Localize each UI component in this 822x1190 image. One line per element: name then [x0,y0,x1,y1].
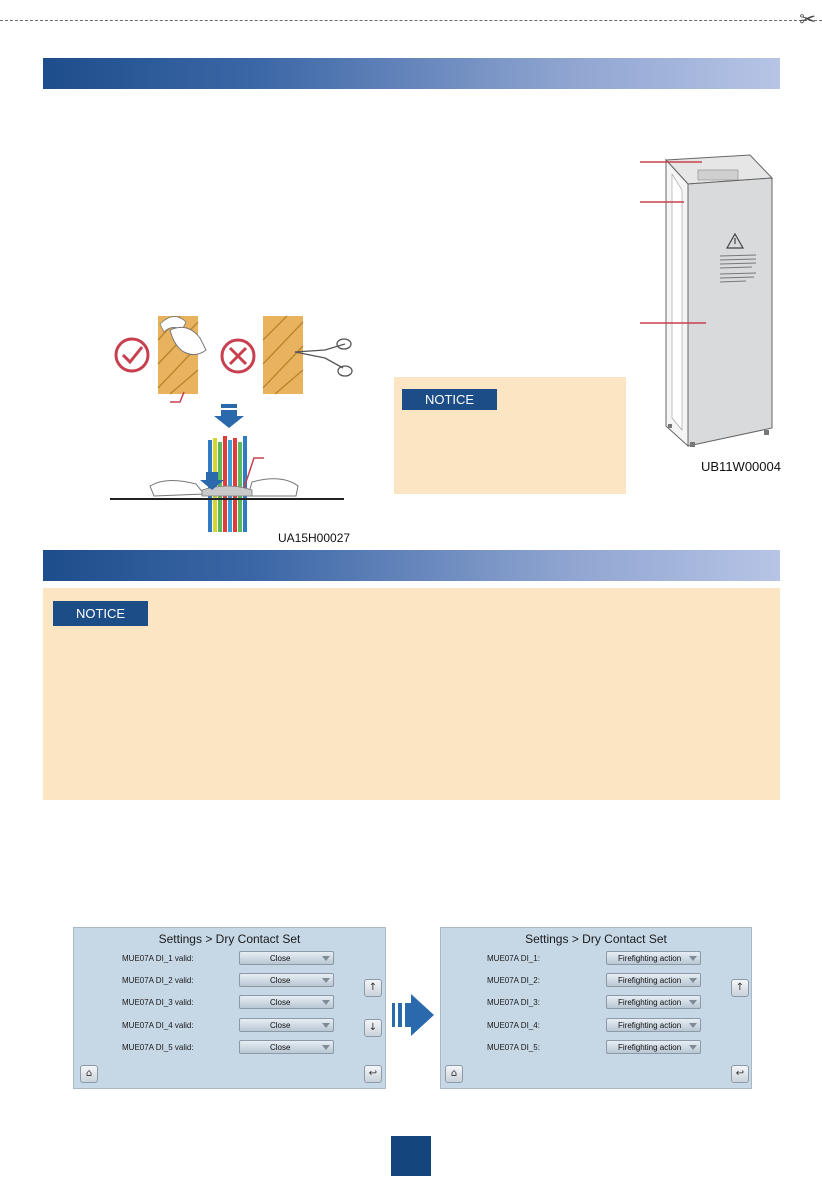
setting-label: MUE07A DI_1 valid: [122,954,194,963]
up-arrow-icon[interactable]: ↑ [731,979,749,997]
chevron-down-icon [689,956,697,961]
setting-label: MUE07A DI_1: [487,954,540,963]
lcd-screen-left: Settings > Dry Contact Set MUE07A DI_1 v… [73,927,386,1089]
home-icon[interactable]: ⌂ [445,1065,463,1083]
setting-row: MUE07A DI_4: Firefighting action [441,1018,751,1034]
check-circle-icon [114,337,150,373]
setting-label: MUE07A DI_3 valid: [122,998,194,1007]
setting-dropdown[interactable]: Close [239,1018,334,1032]
setting-row: MUE07A DI_1 valid: Close [74,951,385,967]
section-1-header-bar [43,58,780,89]
section-2-header-bar [43,550,780,581]
notice-label: NOTICE [53,601,148,626]
setting-label: MUE07A DI_3: [487,998,540,1007]
setting-label: MUE07A DI_2 valid: [122,976,194,985]
setting-label: MUE07A DI_4: [487,1021,540,1030]
setting-dropdown[interactable]: Firefighting action [606,1018,701,1032]
setting-row: MUE07A DI_3 valid: Close [74,995,385,1011]
home-icon[interactable]: ⌂ [80,1065,98,1083]
chevron-down-icon [689,1023,697,1028]
setting-row: MUE07A DI_4 valid: Close [74,1018,385,1034]
setting-label: MUE07A DI_5 valid: [122,1043,194,1052]
setting-row: MUE07A DI_2 valid: Close [74,973,385,989]
notice-label: NOTICE [402,389,497,410]
setting-dropdown[interactable]: Firefighting action [606,995,701,1009]
figure-2-code: UB11W00004 [701,459,781,474]
setting-row: MUE07A DI_5: Firefighting action [441,1040,751,1056]
cross-circle-icon [220,338,256,374]
lcd-screen-right: Settings > Dry Contact Set MUE07A DI_1: … [440,927,752,1089]
notice-box-figure: NOTICE [394,377,626,494]
setting-row: MUE07A DI_5 valid: Close [74,1040,385,1056]
setting-dropdown[interactable]: Close [239,973,334,987]
down-arrow-icon[interactable]: ↓ [364,1019,382,1037]
setting-dropdown[interactable]: Close [239,1040,334,1054]
cabinet-illustration [640,154,774,448]
chevron-down-icon [689,1045,697,1050]
setting-label: MUE07A DI_5: [487,1043,540,1052]
setting-row: MUE07A DI_1: Firefighting action [441,951,751,967]
setting-row: MUE07A DI_3: Firefighting action [441,995,751,1011]
chevron-down-icon [322,1045,330,1050]
chevron-down-icon [322,1023,330,1028]
scissors-icon: ✂ [799,7,816,31]
up-arrow-icon[interactable]: ↑ [364,979,382,997]
setting-dropdown[interactable]: Close [239,951,334,965]
screen-title: Settings > Dry Contact Set [158,932,301,946]
tape-peeled [157,315,207,395]
back-icon[interactable]: ↩ [731,1065,749,1083]
setting-dropdown[interactable]: Firefighting action [606,973,701,987]
chevron-down-icon [689,978,697,983]
down-arrow-icon [214,404,244,428]
setting-row: MUE07A DI_2: Firefighting action [441,973,751,989]
back-icon[interactable]: ↩ [364,1065,382,1083]
notice-panel: NOTICE [43,588,780,800]
tape-illustration [110,315,353,532]
screen-title: Settings > Dry Contact Set [525,932,667,946]
chevron-down-icon [322,1000,330,1005]
setting-label: MUE07A DI_4 valid: [122,1021,194,1030]
chevron-down-icon [322,978,330,983]
scissors-drawing [294,338,353,377]
setting-label: MUE07A DI_2: [487,976,540,985]
setting-dropdown[interactable]: Firefighting action [606,1040,701,1054]
warning-icon [725,232,745,249]
figure-1-code: UA15H00027 [278,531,351,545]
transition-arrow-icon [392,994,434,1036]
tape-uncut [262,315,304,395]
setting-dropdown[interactable]: Firefighting action [606,951,701,965]
page-number-block [391,1136,431,1176]
chevron-down-icon [322,956,330,961]
chevron-down-icon [689,1000,697,1005]
cut-line [0,20,822,21]
setting-dropdown[interactable]: Close [239,995,334,1009]
